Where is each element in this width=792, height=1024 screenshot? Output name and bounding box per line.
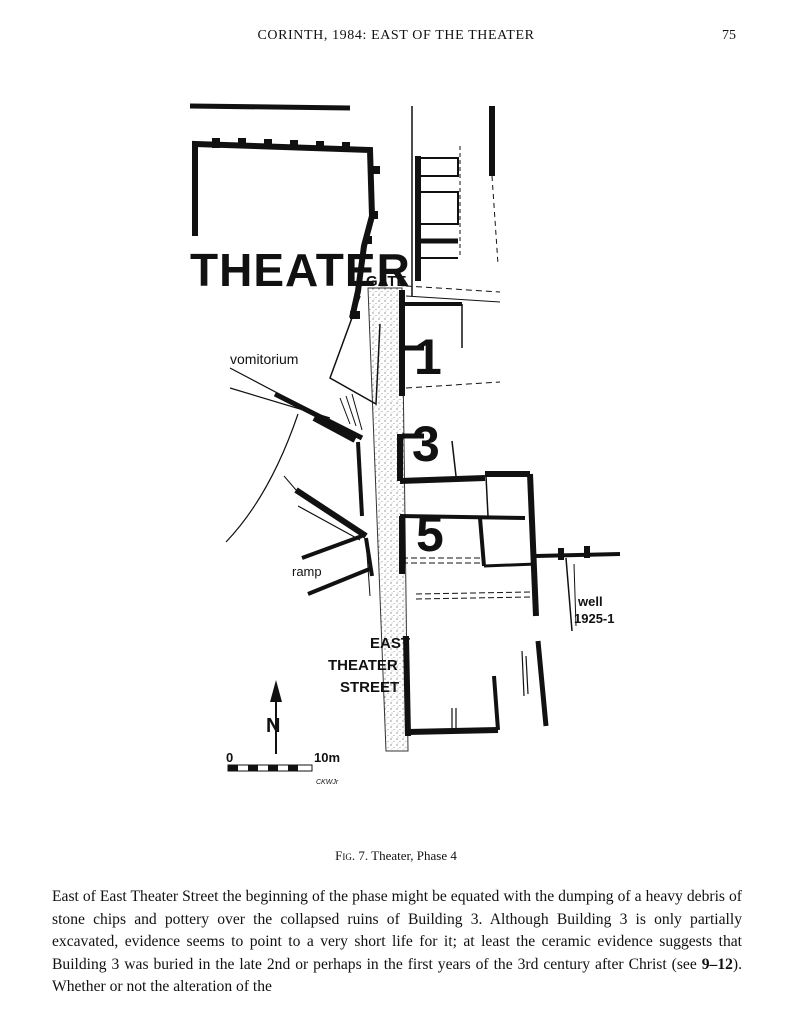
vomitorium-label: vomitorium	[230, 351, 298, 367]
catalogue-reference: 9–12	[701, 955, 733, 973]
street-label-theater: THEATER	[328, 657, 398, 674]
page-number: 75	[722, 28, 736, 43]
north-label: N	[266, 715, 280, 737]
scale-bar: 0 10m CKWJr	[226, 750, 340, 786]
figure-caption-text: 7. Theater, Phase 4	[355, 848, 457, 863]
street-label-street: STREET	[340, 679, 399, 696]
well-label: well	[577, 594, 603, 609]
vomitorium-structure	[229, 295, 381, 443]
running-title: CORINTH, 1984: EAST OF THE THEATER	[257, 28, 535, 43]
draftsman-initials: CKWJr	[316, 779, 339, 786]
body-paragraph: East of East Theater Street the beginnin…	[52, 886, 742, 999]
gate-label: GATE	[366, 273, 407, 290]
body-text-part-1: East of East Theater Street the beginnin…	[52, 888, 742, 973]
cavea-curve	[225, 413, 299, 543]
plan-figure: THEATER GATE vomitorium ramp 1 3 5 well …	[180, 96, 640, 796]
figure-caption: Fig. 7. Theater, Phase 4	[0, 848, 792, 864]
running-head: CORINTH, 1984: EAST OF THE THEATER 75	[0, 28, 792, 48]
body-text-part-2: ). Whether or not the alteration of the	[52, 955, 742, 996]
building-3-label: 3	[412, 416, 440, 472]
plan-drawing: THEATER GATE vomitorium ramp 1 3 5 well …	[189, 103, 621, 786]
building-1-label: 1	[414, 329, 442, 385]
street-label-east: EAST	[370, 635, 410, 652]
theater-wall	[189, 103, 380, 319]
ramp-label: ramp	[292, 564, 322, 579]
well-number-label: 1925-1	[574, 611, 614, 626]
scale-start-label: 0	[226, 750, 233, 765]
west-walls	[283, 441, 374, 597]
north-arrow: N	[266, 680, 282, 754]
theater-label: THEATER	[190, 244, 411, 296]
building-5-label: 5	[416, 506, 444, 562]
figure-caption-prefix: Fig.	[335, 848, 356, 863]
east-buildings	[397, 106, 621, 737]
east-theater-street	[367, 287, 409, 752]
scale-end-label: 10m	[314, 750, 340, 765]
